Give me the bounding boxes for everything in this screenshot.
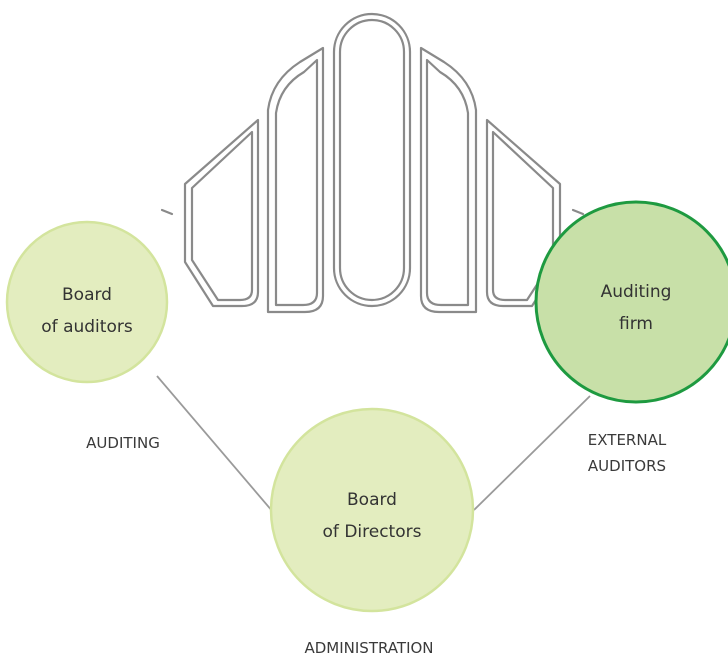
board-of-auditors-node: Board of auditors xyxy=(5,220,169,384)
connector-auditors-directors xyxy=(156,375,274,513)
board-of-auditors-line1: Board xyxy=(62,285,112,305)
board-of-directors-line2: of Directors xyxy=(323,522,422,542)
connector-firm-directors xyxy=(473,395,591,511)
caption-external-line2: AUDITORS xyxy=(587,457,667,475)
caption-auditing-text: AUDITING xyxy=(86,434,160,452)
caption-external-line1: EXTERNAL xyxy=(587,431,667,449)
board-of-auditors-line2: of auditors xyxy=(41,317,133,337)
auditing-firm-line2: firm xyxy=(619,314,653,334)
auditing-firm-line1: Auditing xyxy=(601,282,672,302)
caption-auditing: AUDITING xyxy=(38,430,208,456)
bank-pillars-logo-icon xyxy=(160,12,585,314)
caption-administration-text: ADMINISTRATION xyxy=(304,639,434,657)
caption-administration: ADMINISTRATION xyxy=(289,635,449,661)
caption-external-auditors: EXTERNAL AUDITORS xyxy=(552,427,702,479)
auditing-firm-node: Auditing firm xyxy=(534,200,728,404)
board-of-directors-line1: Board xyxy=(347,490,397,510)
board-of-directors-node: Board of Directors xyxy=(269,407,475,613)
